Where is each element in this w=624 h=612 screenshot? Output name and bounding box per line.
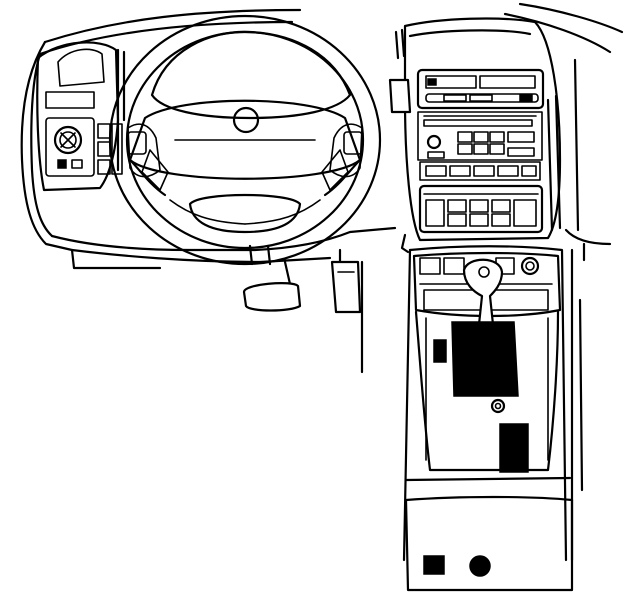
cassette-section bbox=[417, 111, 543, 161]
console-round-switch bbox=[520, 256, 540, 276]
radio-display bbox=[427, 78, 437, 86]
power-outlet bbox=[469, 555, 491, 577]
console-small-knob bbox=[490, 398, 506, 414]
audio-buttons-row bbox=[419, 161, 541, 181]
climate-control-panel bbox=[418, 184, 544, 234]
shift-boot bbox=[451, 321, 519, 397]
steering-wheel-rim bbox=[108, 14, 382, 266]
switch-indicator-block bbox=[57, 159, 67, 169]
ashtray-lid bbox=[499, 423, 529, 473]
shift-indicator-block bbox=[433, 339, 447, 363]
accelerator-pedal bbox=[330, 260, 362, 314]
gear-shift-lever bbox=[451, 258, 519, 397]
rear-console-switch bbox=[423, 555, 445, 575]
radio-unit bbox=[416, 68, 545, 110]
horn-emblem bbox=[232, 106, 260, 134]
brake-pedal bbox=[242, 282, 302, 312]
left-spoke-buttons bbox=[127, 131, 147, 155]
steering-wheel bbox=[108, 14, 382, 266]
radio-volume-knob bbox=[426, 134, 442, 150]
left-switch-panel bbox=[36, 41, 126, 192]
center-stack bbox=[388, 17, 562, 242]
dashboard-shell bbox=[20, 2, 624, 270]
pedals bbox=[242, 248, 364, 374]
shift-knob bbox=[462, 258, 504, 336]
right-dash-side bbox=[564, 58, 612, 562]
right-spoke-buttons bbox=[343, 131, 363, 155]
center-console bbox=[402, 245, 574, 592]
